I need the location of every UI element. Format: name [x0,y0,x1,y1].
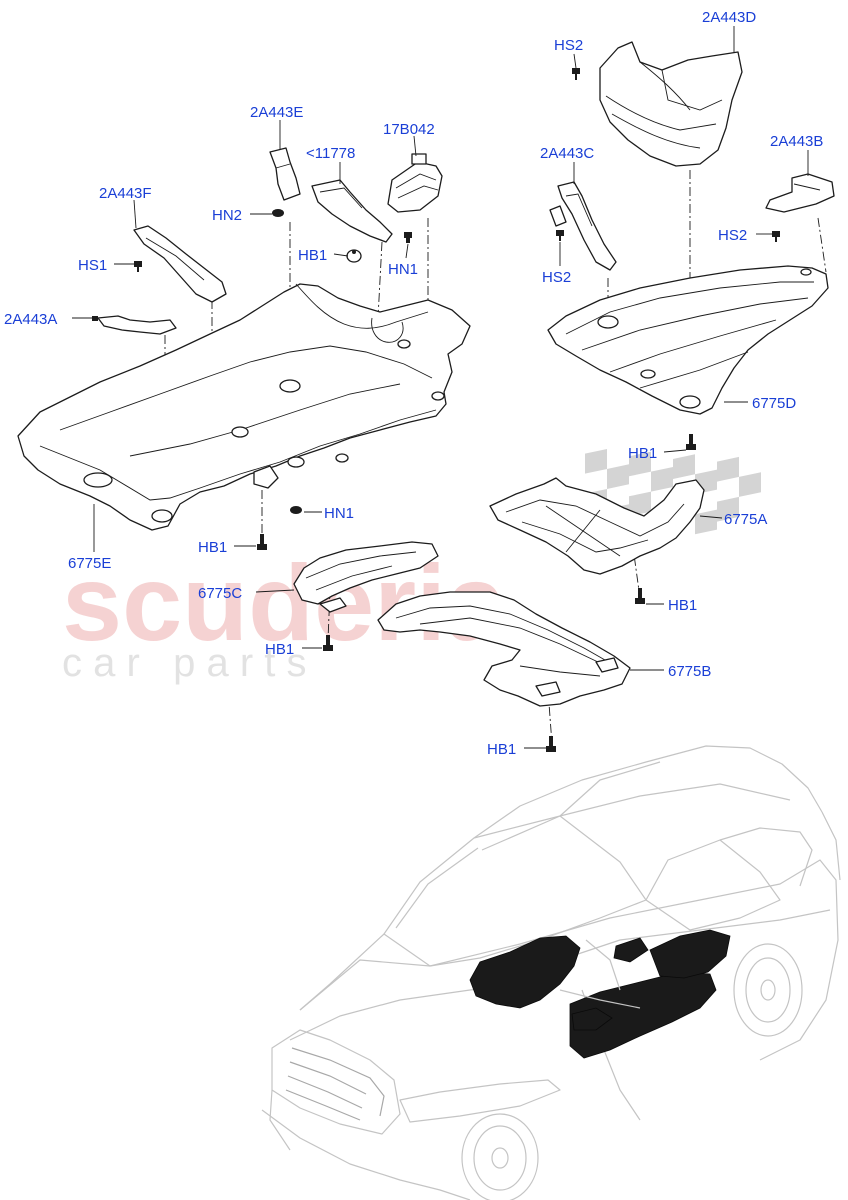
callout-6775d: 6775D [752,395,796,412]
callout-6775c: 6775C [198,585,242,602]
callout-hb1-f: HB1 [487,741,516,758]
callout-hn2: HN2 [212,207,242,224]
fastener-hs2-right [772,231,780,242]
callout-hb1-a: HB1 [298,247,327,264]
callout-2a443a: 2A443A [4,311,57,328]
callout-hb1-c: HB1 [668,597,697,614]
watermark-tagline: c a r p a r t s [62,641,307,685]
fastener-hb1-a [346,249,362,263]
part-17b042-module [387,153,443,213]
part-6775a-undershield [489,477,705,575]
part-2a443d-heat-shield [599,41,743,167]
fastener-hb1-d [257,534,267,550]
callout-hb1-e: HB1 [265,641,294,658]
leader-lines [72,26,809,749]
callout-6775a: 6775A [724,511,767,528]
callout-hn1-b: HN1 [324,505,354,522]
callout-2a443b: 2A443B [770,133,823,150]
part-6775c-undershield [293,541,439,613]
callout-6775b: 6775B [668,663,711,680]
part-6775e-undershield [17,283,471,531]
callout-2a443e: 2A443E [250,104,303,121]
callout-hb1-b: HB1 [628,445,657,462]
callout-2a443d: 2A443D [702,9,756,26]
part-11778-bracket [311,179,393,243]
fastener-hb1-f [546,736,556,752]
part-2a443a-bracket [97,315,177,335]
callout-11778: <11778 [306,145,355,162]
part-2a443c-bracket [549,181,617,271]
part-2a443f-bracket [133,225,227,303]
part-6775b-undershield [377,591,631,707]
callout-hs2-top: HS2 [554,37,583,54]
fastener-hn1-a [404,232,412,243]
callout-17b042: 17B042 [383,121,435,138]
callout-6775e: 6775E [68,555,111,572]
callout-hn1-a: HN1 [388,261,418,278]
fastener-hb1-e [323,635,333,651]
callout-2a443c: 2A443C [540,145,594,162]
fastener-hb1-b [686,434,696,450]
fastener-hn2 [272,209,284,217]
part-6775d-undershield [547,265,829,415]
fastener-hn1-b [290,506,302,514]
vehicle-locator-illustration [261,745,841,1200]
fastener-hs1 [134,261,142,272]
callout-2a443f: 2A443F [99,185,152,202]
callout-hs2-mid: HS2 [542,269,571,286]
callout-hs2-right: HS2 [718,227,747,244]
fastener-hs2-top [572,68,580,80]
part-2a443e-bracket [269,147,301,201]
callout-hs1: HS1 [78,257,107,274]
callout-labels: 2A443D HS2 2A443E 17B042 <11778 2A443C 2… [4,9,823,758]
callout-hb1-d: HB1 [198,539,227,556]
part-2a443b-bracket [765,173,835,213]
fasteners [92,68,780,752]
fastener-hb1-c [635,588,645,604]
fastener-hs2-mid [556,230,564,241]
fastener-2a443a-clip [92,316,98,321]
